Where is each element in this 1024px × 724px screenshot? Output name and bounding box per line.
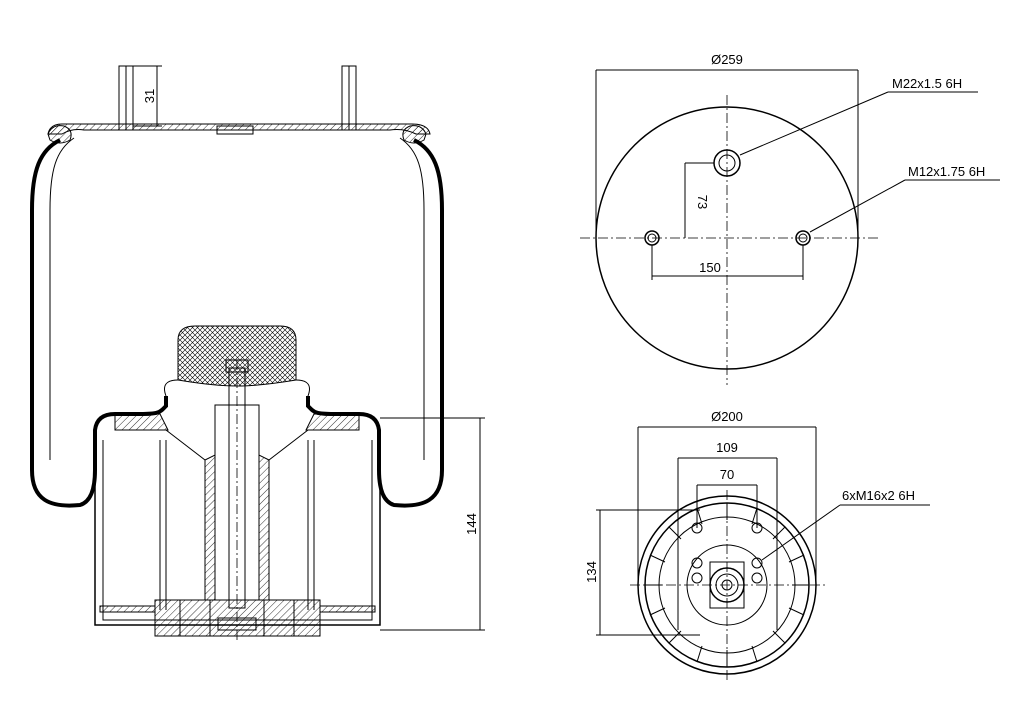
bottom-diameter-label: Ø200 <box>711 409 743 424</box>
stud-offset-label: 73 <box>695 195 710 209</box>
stud-height-label: 31 <box>142 89 157 103</box>
outer-span-label: 109 <box>716 440 738 455</box>
stud-height-dimension: 31 <box>133 65 162 127</box>
top-diameter-label: Ø259 <box>711 52 743 67</box>
piston-ribs <box>645 503 809 667</box>
stud-spacing-dimension: 150 <box>651 245 804 280</box>
stud-offset-dimension: 73 <box>684 162 714 238</box>
rubber-bellows <box>30 138 168 508</box>
piston-shell <box>94 430 381 626</box>
bottom-view: Ø200 109 70 134 6xM16x2 6H <box>584 409 930 680</box>
main-thread-label: M22x1.5 6H <box>892 76 962 91</box>
top-plate <box>47 123 431 135</box>
inner-span-label: 70 <box>720 467 734 482</box>
side-section-view: 31 <box>30 65 485 640</box>
vertical-dimension: 134 <box>584 509 700 636</box>
bottom-diameter-dimension: Ø200 <box>637 409 817 585</box>
top-diameter-dimension: Ø259 <box>595 52 859 238</box>
top-view: Ø259 73 150 M22x1.5 6H M12x1.75 6H <box>580 52 1000 385</box>
outer-span-dimension: 109 <box>677 440 778 630</box>
stud-spacing-label: 150 <box>699 260 721 275</box>
vertical-label: 134 <box>584 561 599 583</box>
rubber-bumper <box>177 325 297 387</box>
bottom-threads-label: 6xM16x2 6H <box>842 488 915 503</box>
height-dimension: 144 <box>380 417 485 631</box>
inner-span-dimension: 70 <box>696 467 758 528</box>
stud-thread-label: M12x1.75 6H <box>908 164 985 179</box>
height-label: 144 <box>464 513 479 535</box>
